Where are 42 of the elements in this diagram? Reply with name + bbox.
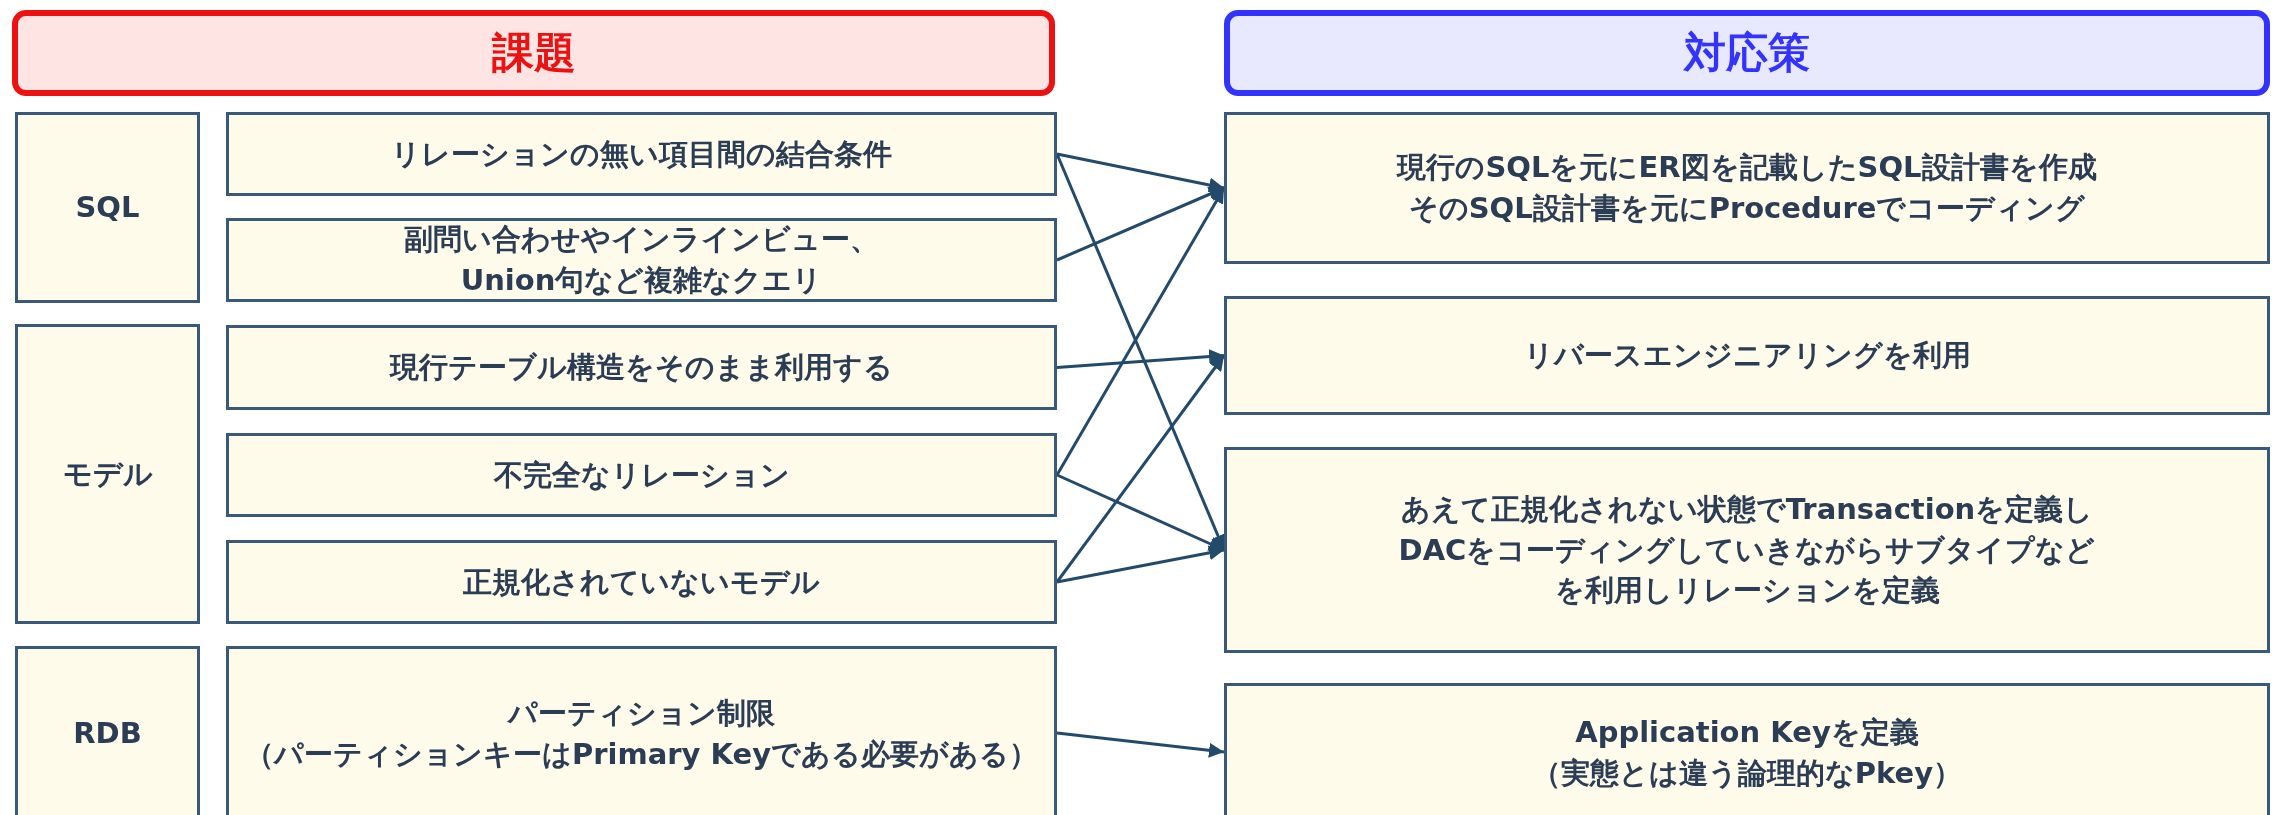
label-text: 正規化されていないモデル [463,563,820,601]
text-box [226,646,1057,815]
arrow [1055,153,1226,551]
text-box [226,540,1057,624]
text-box [226,325,1057,410]
label-text: SQL [75,189,140,227]
arrow [1056,731,1225,758]
label-text: RDB [73,715,142,753]
label-text: モデル [62,455,153,493]
label-text: リバースエンジニアリングを利用 [1523,337,1971,375]
label-text: 現行のSQLを元にER図を記載したSQL設計書を作成 [1397,149,2097,187]
category-box [15,324,200,624]
arrow [1055,187,1226,476]
heading: 対応策 [1684,26,1810,79]
arrow [1056,152,1225,193]
label-text: Application Keyを定義 [1575,714,1919,752]
text-box [1224,683,2270,815]
arrow [1055,354,1226,583]
arrow [1056,349,1225,369]
category-box [15,112,200,303]
label-text: 現行テーブル構造をそのまま利用する [390,349,893,387]
label-text: そのSQL設計書を元にProcedureでコーディング [1408,190,2086,227]
label-text: リレーションの無い項目間の結合条件 [391,135,892,173]
label-text: あえて正規化されない状態でTransactionを定義しDACをコーディングしていきながらサブタイプなどを利用しリレーションを定義 [1397,491,2097,610]
text-box [226,112,1057,196]
text-box [226,218,1057,302]
text-box [226,433,1057,517]
label-text: （パーティションキーはPrimary Keyである必要がある） [244,735,1039,773]
arrow [1056,186,1225,262]
header-banner [12,10,1055,96]
arrow [1056,545,1225,584]
text-box [1224,112,2270,264]
label-text: 副問い合わせやインラインビュー、Union句など複雑なクエリ [403,221,880,299]
header-banner [1224,10,2270,96]
arrow [1056,473,1225,552]
text-box [1224,296,2270,415]
category-box [15,646,200,815]
label-text: （実態とは違う論理的なPkey） [1531,755,1963,792]
heading: 課題 [491,26,576,79]
label-text: 不完全なリレーション [493,456,790,494]
label-text: パーティション制限 [508,694,775,732]
text-box [1224,447,2270,653]
